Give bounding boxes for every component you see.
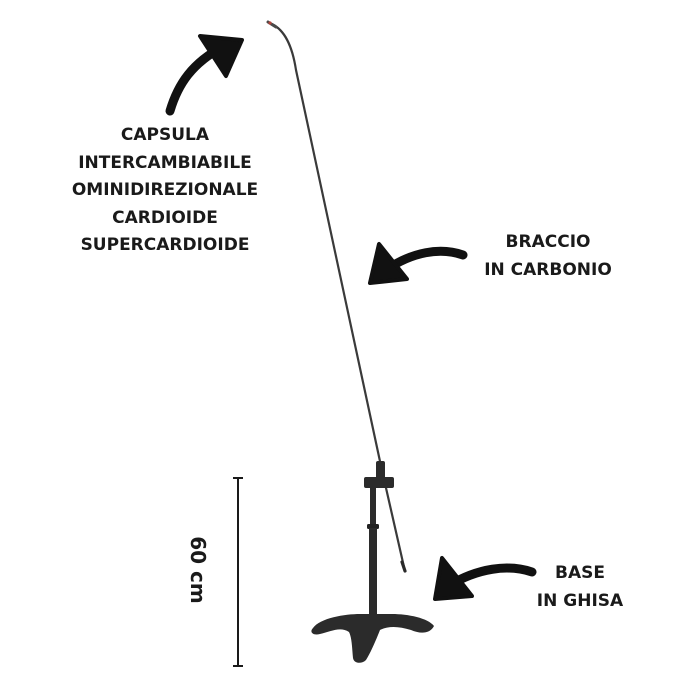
carbon-arm <box>270 22 383 468</box>
capsule-label: CAPSULA INTERCAMBIABILE OMINIDIREZIONALE… <box>60 122 270 260</box>
arm-label: BRACCIO IN CARBONIO <box>458 229 638 284</box>
capsule-label-line: INTERCAMBIABILE <box>78 152 252 173</box>
cast-iron-base <box>311 614 434 663</box>
capsule-label-line: SUPERCARDIOIDE <box>80 235 250 255</box>
upper-tube <box>370 484 376 526</box>
base-label: BASE IN GHISA <box>520 560 640 615</box>
lower-tube <box>369 528 377 620</box>
base-label-line: IN GHISA <box>536 590 624 611</box>
tube-collar <box>367 524 379 529</box>
capsule-accent <box>268 21 272 25</box>
base-label-line: BASE <box>555 563 605 583</box>
capsule-label-line: CARDIOIDE <box>112 207 218 228</box>
capsule-arrow-head <box>198 34 244 78</box>
arm-label-line: IN CARBONIO <box>484 259 612 280</box>
height-label-text: 60 cm <box>186 536 210 604</box>
arm-label-line: BRACCIO <box>505 232 591 252</box>
base-arrow-head <box>433 556 474 601</box>
capsule-label-line: CAPSULA <box>120 125 210 145</box>
capsule-label-line: OMINIDIREZIONALE <box>71 180 259 200</box>
clamp-knob <box>376 461 385 479</box>
arm-arrow-head <box>368 242 409 285</box>
arm-end-cap <box>400 560 407 573</box>
